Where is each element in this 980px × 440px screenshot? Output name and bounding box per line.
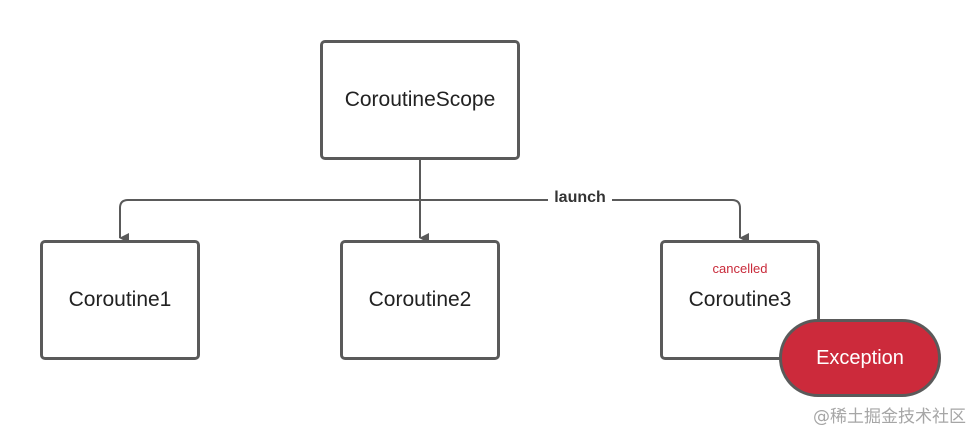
coroutine3-label: Coroutine3 xyxy=(688,288,792,311)
coroutine-scope-label: CoroutineScope xyxy=(344,88,496,111)
branch-to-c3 xyxy=(731,199,749,243)
cancelled-annotation: cancelled xyxy=(712,261,768,276)
coroutine1-node: Coroutine1 xyxy=(40,240,200,360)
coroutine-scope-node: CoroutineScope xyxy=(320,40,520,160)
branch-line xyxy=(119,199,129,243)
watermark-text: @稀土掘金技术社区 xyxy=(813,407,966,427)
exception-label: Exception xyxy=(816,346,904,369)
coroutine2-label: Coroutine2 xyxy=(368,288,472,311)
coroutine1-label: Coroutine1 xyxy=(68,288,172,311)
launch-edge-label: launch xyxy=(548,188,612,208)
exception-node: Exception xyxy=(779,319,941,397)
coroutine2-node: Coroutine2 xyxy=(340,240,500,360)
